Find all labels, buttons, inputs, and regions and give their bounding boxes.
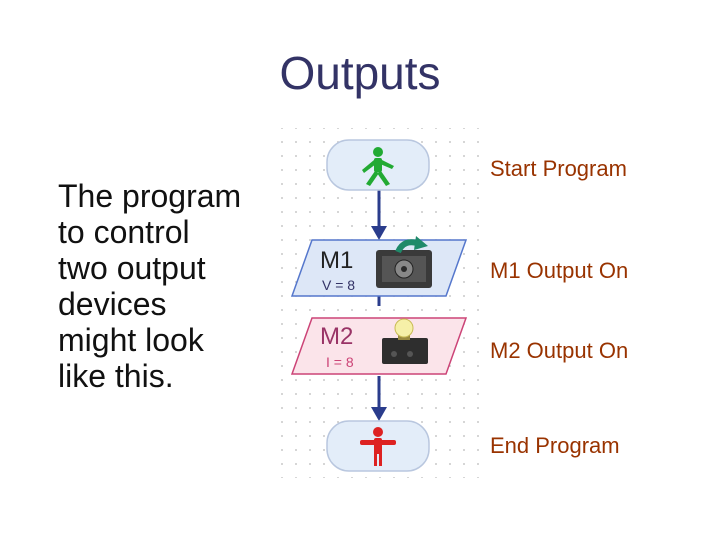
motor-icon [376,236,432,288]
end-node [326,420,430,472]
m2-sub: I = 8 [326,354,354,370]
body-text: The program to control two output device… [58,178,278,394]
m1-sub: V = 8 [322,277,355,293]
green-walking-figure-icon [362,147,394,186]
m1-output-node: M1 V = 8 [290,236,468,297]
m2-output-node: M2 I = 8 [290,317,468,375]
connector-start-m1 [371,190,387,240]
body-line: like this. [58,358,174,394]
connector-m2-end [371,376,387,421]
start-node [326,139,430,191]
body-line: devices [58,286,167,322]
body-line: to control [58,214,190,250]
body-line: might look [58,322,204,358]
slide-title: Outputs [279,47,441,99]
start-label: Start Program [490,156,627,181]
red-standing-figure-icon [360,427,396,466]
lamp-icon [382,318,428,364]
m2-id: M2 [320,323,353,350]
m1-label: M1 Output On [490,258,629,283]
body-line: The program [58,178,242,214]
m2-label: M2 Output On [490,338,629,363]
body-line: two output [58,250,206,286]
end-label: End Program [490,433,620,458]
m1-id: M1 [320,247,353,274]
